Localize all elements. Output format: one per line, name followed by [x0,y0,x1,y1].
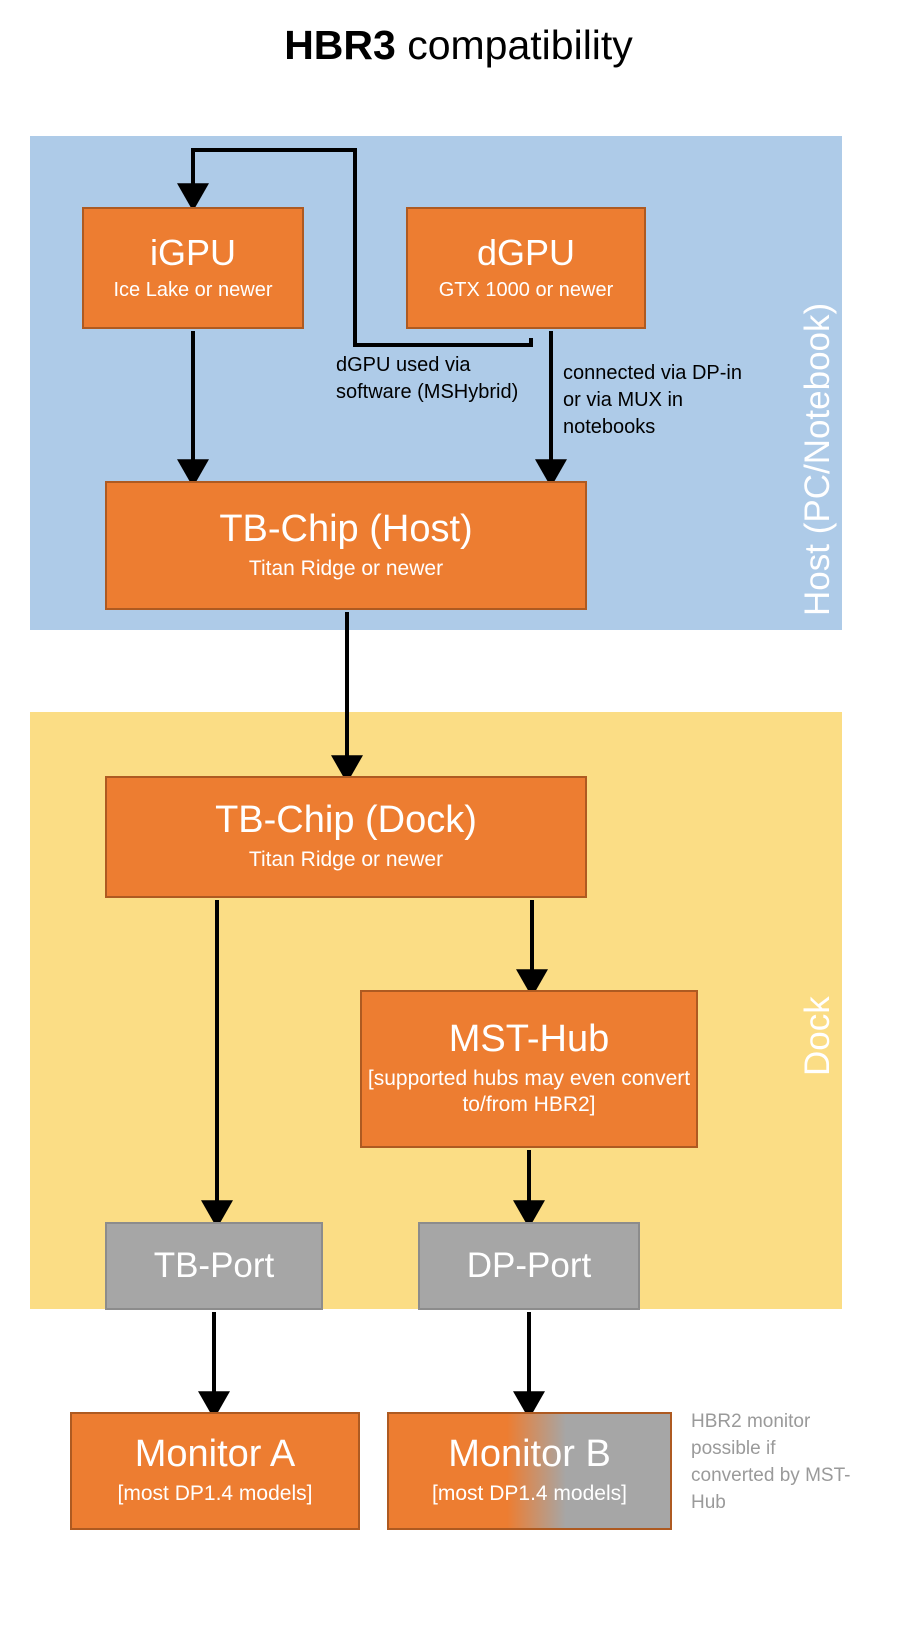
node-tb-chip-dock-subtitle: Titan Ridge or newer [248,848,444,872]
node-dgpu[interactable]: dGPU GTX 1000 or newer [406,207,646,329]
node-dp-port[interactable]: DP-Port [418,1222,640,1310]
node-tb-chip-host-title: TB-Chip (Host) [219,507,473,550]
node-tb-chip-dock[interactable]: TB-Chip (Dock) Titan Ridge or newer [105,776,587,898]
node-tb-chip-dock-title: TB-Chip (Dock) [215,799,477,842]
node-monitor-a-subtitle: [most DP1.4 models] [117,1482,313,1506]
node-monitor-b-subtitle: [most DP1.4 models] [432,1482,627,1506]
node-dgpu-subtitle: GTX 1000 or newer [438,278,614,301]
zone-host-label: Host (PC/Notebook) [798,302,837,616]
node-dgpu-title: dGPU [476,231,576,273]
node-tb-chip-host-subtitle: Titan Ridge or newer [248,556,444,580]
zone-dock-label: Dock [798,996,837,1076]
node-igpu[interactable]: iGPU Ice Lake or newer [82,207,304,329]
node-monitor-a[interactable]: Monitor A [most DP1.4 models] [70,1412,360,1530]
node-tb-chip-host[interactable]: TB-Chip (Host) Titan Ridge or newer [105,481,587,610]
node-igpu-subtitle: Ice Lake or newer [113,278,273,301]
node-igpu-title: iGPU [149,231,236,273]
node-monitor-b[interactable]: Monitor B [most DP1.4 models] [387,1412,672,1530]
note-hbr2-monitor: HBR2 monitor possible if converted by MS… [691,1411,851,1513]
title-rest: compatibility [395,22,633,68]
node-tb-port[interactable]: TB-Port [105,1222,323,1310]
node-mst-hub-title: MST-Hub [448,1018,610,1061]
node-dp-port-title: DP-Port [466,1245,592,1285]
node-mst-hub[interactable]: MST-Hub [supported hubs may even convert… [360,990,698,1148]
page-title: HBR3 compatibility [0,22,917,69]
title-bold: HBR3 [284,22,396,68]
node-monitor-b-title: Monitor B [448,1433,611,1476]
node-mst-hub-subtitle: [supported hubs may even convert to/from… [367,1067,691,1116]
note-mshybrid: dGPU used via software (MSHybrid) [336,354,519,403]
node-monitor-a-title: Monitor A [134,1433,296,1476]
node-tb-port-title: TB-Port [153,1245,275,1285]
note-dp-in: connected via DP-in or via MUX in notebo… [563,362,742,438]
